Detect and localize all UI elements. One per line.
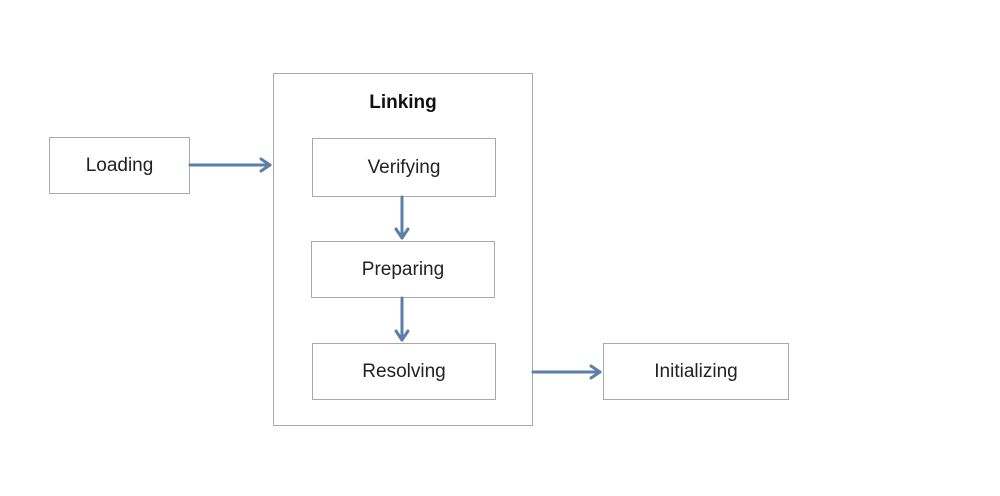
verifying-label: Verifying [367,156,441,178]
linking-group: Linking [273,73,533,426]
initializing-box: Initializing [603,343,789,400]
resolving-label: Resolving [362,360,446,382]
loading-box: Loading [49,137,190,194]
resolving-box: Resolving [312,343,496,400]
initializing-label: Initializing [654,360,738,382]
verifying-box: Verifying [312,138,496,197]
preparing-label: Preparing [361,258,445,280]
arrow-loading-to-linking [188,157,272,173]
loading-label: Loading [85,154,154,176]
arrow-linking-to-initializing [531,364,602,380]
linking-title: Linking [369,92,437,113]
preparing-box: Preparing [311,241,495,298]
